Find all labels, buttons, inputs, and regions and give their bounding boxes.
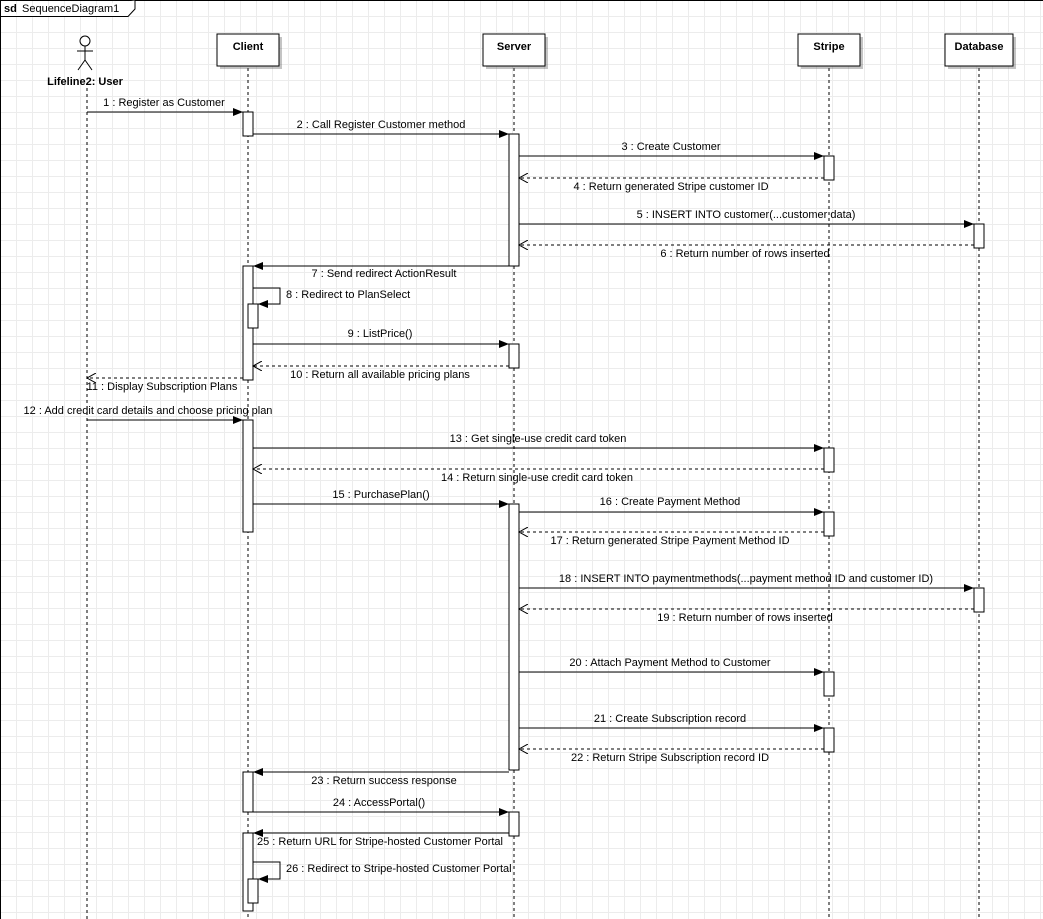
message-label: 25 : Return URL for Stripe-hosted Custom… [257, 836, 503, 848]
message-label: 10 : Return all available pricing plans [290, 369, 470, 381]
activation-bar [242, 832, 254, 912]
lifeline-user: Lifeline2: User [47, 35, 124, 88]
message-label: 23 : Return success response [311, 775, 457, 787]
lifeline-stripe: Stripe [797, 33, 863, 69]
message-label: 21 : Create Subscription record [594, 713, 746, 725]
activation-bar [823, 155, 835, 181]
message-label: 12 : Add credit card details and choose … [24, 405, 273, 417]
lifeline-label-user: Lifeline2: User [47, 76, 124, 88]
activation-bars [242, 111, 985, 912]
activation-bar [247, 303, 259, 329]
activation-bar [508, 343, 520, 369]
actor-icon [77, 35, 93, 71]
frame-prefix: sd [4, 3, 17, 15]
message-label: 24 : AccessPortal() [333, 797, 425, 809]
message-label: 9 : ListPrice() [348, 328, 413, 340]
message-label: 1 : Register as Customer [103, 97, 225, 109]
message-label: 7 : Send redirect ActionResult [312, 268, 457, 280]
activation-bar [823, 727, 835, 753]
frame-tab [0, 0, 136, 17]
activation-bar [508, 133, 520, 267]
lifeline-database: Database [944, 33, 1016, 69]
message-label: 26 : Redirect to Stripe-hosted Customer … [286, 863, 512, 875]
activation-bar [823, 511, 835, 537]
message-label: 15 : PurchasePlan() [332, 489, 429, 501]
message-label: 8 : Redirect to PlanSelect [286, 289, 410, 301]
frame-title: SequenceDiagram1 [22, 3, 119, 15]
lifeline-server: Server [482, 33, 548, 69]
message-label: 16 : Create Payment Method [600, 496, 741, 508]
message-label: 11 : Display Subscription Plans [87, 381, 238, 393]
lifeline-label-stripe: Stripe [813, 41, 844, 53]
activation-bar [823, 671, 835, 697]
activation-bar [242, 771, 254, 813]
message-label: 6 : Return number of rows inserted [660, 248, 829, 260]
message-label: 17 : Return generated Stripe Payment Met… [550, 535, 789, 547]
activation-bar [508, 811, 520, 837]
activation-bar [973, 223, 985, 249]
lifeline-box-client [216, 33, 280, 67]
lifeline-label-server: Server [497, 41, 532, 53]
self-message-arrow [253, 861, 281, 883]
message-label: 13 : Get single-use credit card token [450, 433, 627, 445]
self-message-arrow [253, 287, 281, 308]
message-label: 4 : Return generated Stripe customer ID [573, 181, 768, 193]
lifeline-box-server [482, 33, 546, 67]
message-label: 5 : INSERT INTO customer(...customer dat… [637, 209, 856, 221]
messages: 1 : Register as Customer 2 : Call Regist… [24, 97, 974, 883]
message-label: 20 : Attach Payment Method to Customer [569, 657, 770, 669]
lifeline-lines [86, 68, 980, 919]
activation-bar [242, 419, 254, 533]
message-label: 3 : Create Customer [621, 141, 720, 153]
lifeline-label-client: Client [233, 41, 264, 53]
activation-bar [823, 447, 835, 473]
lifeline-label-database: Database [955, 41, 1004, 53]
message-label: 19 : Return number of rows inserted [657, 612, 832, 624]
lifeline-box-stripe [797, 33, 861, 67]
lifeline-client: Client [216, 33, 282, 69]
activation-bar [973, 587, 985, 613]
activation-bar [508, 503, 520, 771]
activation-bar [242, 111, 254, 137]
lifeline-box-database [944, 33, 1014, 67]
activation-bar [247, 878, 259, 904]
message-label: 14 : Return single-use credit card token [441, 472, 633, 484]
message-label: 22 : Return Stripe Subscription record I… [571, 752, 769, 764]
message-label: 2 : Call Register Customer method [297, 119, 466, 131]
message-label: 18 : INSERT INTO paymentmethods(...payme… [559, 573, 933, 585]
